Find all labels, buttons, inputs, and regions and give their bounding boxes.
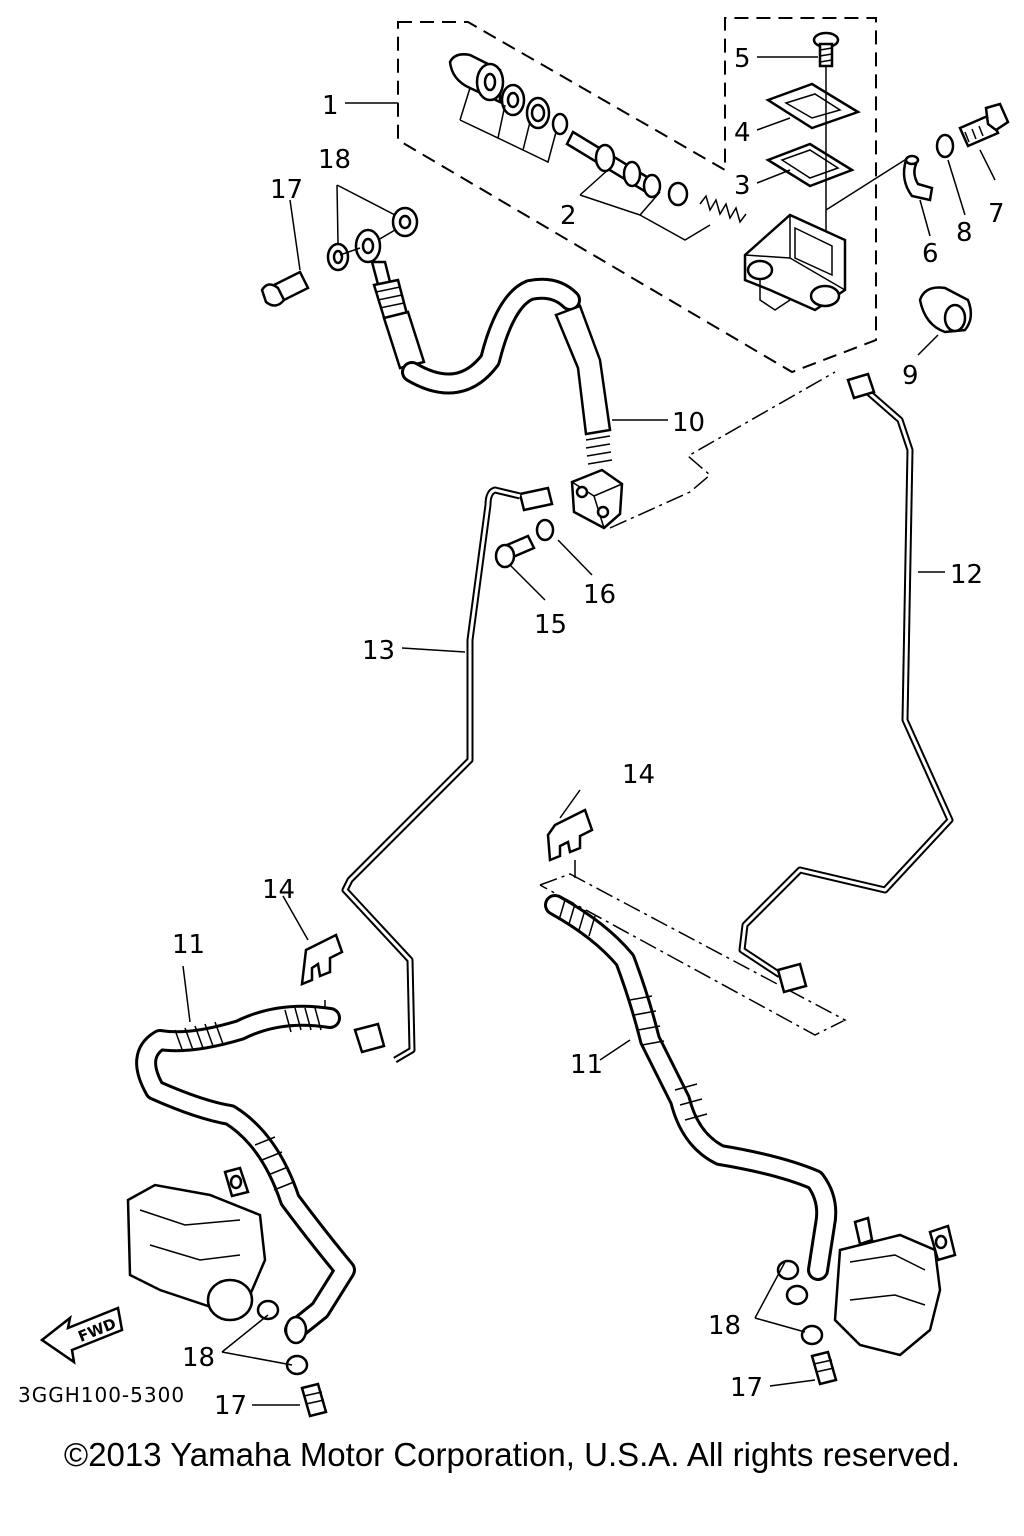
- callout-18-right: 18: [708, 1311, 741, 1341]
- right-flexible-hose: [544, 894, 838, 1281]
- callout-7: 7: [988, 199, 1005, 229]
- callout-labels: 1 2 3 4 5 6 7 8 9 10 11 11 12 13 14 14 1…: [172, 44, 1005, 1421]
- upper-brake-hose: [401, 277, 613, 465]
- master-cylinder-body: [743, 213, 847, 312]
- callout-leader-lines: [182, 56, 996, 1406]
- upper-banjo-fittings: [260, 206, 461, 383]
- callout-9: 9: [902, 361, 919, 391]
- piston-kit: [448, 53, 747, 241]
- drawing-code: 3GGH100-5300: [18, 1383, 185, 1407]
- callout-12: 12: [950, 560, 983, 590]
- callout-14-right: 14: [622, 760, 655, 790]
- callout-18-left: 18: [182, 1343, 215, 1373]
- callout-11-left: 11: [172, 930, 205, 960]
- right-brake-caliper: [754, 1216, 957, 1386]
- callout-5: 5: [734, 44, 751, 74]
- forward-direction-arrow: FWD: [39, 1306, 124, 1365]
- callout-15: 15: [534, 610, 567, 640]
- washer-part: [935, 133, 955, 159]
- brake-joint-block: [494, 468, 624, 569]
- left-brake-caliper: [126, 1166, 328, 1418]
- callout-10: 10: [672, 408, 705, 438]
- callout-6: 6: [922, 239, 939, 269]
- callout-13: 13: [362, 636, 395, 666]
- left-flexible-hose: [135, 1004, 356, 1345]
- callout-4: 4: [734, 118, 751, 148]
- rubber-boot-part: [918, 286, 973, 334]
- master-cylinder-kit-outline: [397, 17, 877, 374]
- callout-8: 8: [956, 218, 973, 248]
- right-brake-pipe: [738, 372, 954, 994]
- callout-1: 1: [322, 91, 339, 121]
- callout-14-left: 14: [262, 875, 295, 905]
- clamp-part: [825, 154, 934, 211]
- left-brake-pipe: [341, 486, 521, 1064]
- copyright-notice: ©2013 Yamaha Motor Corporation, U.S.A. A…: [63, 1436, 961, 1473]
- bolt-part: [958, 102, 1010, 148]
- callout-17-right: 17: [730, 1373, 763, 1403]
- callout-17-top: 17: [270, 175, 303, 205]
- reservoir-cap-parts: [765, 31, 861, 270]
- callout-17-left: 17: [214, 1391, 247, 1421]
- callout-3: 3: [734, 171, 751, 201]
- callout-16: 16: [583, 580, 616, 610]
- callout-11-right: 11: [570, 1050, 603, 1080]
- callout-2: 2: [560, 201, 577, 231]
- hose-clips: [300, 808, 594, 986]
- callout-18-top: 18: [318, 145, 351, 175]
